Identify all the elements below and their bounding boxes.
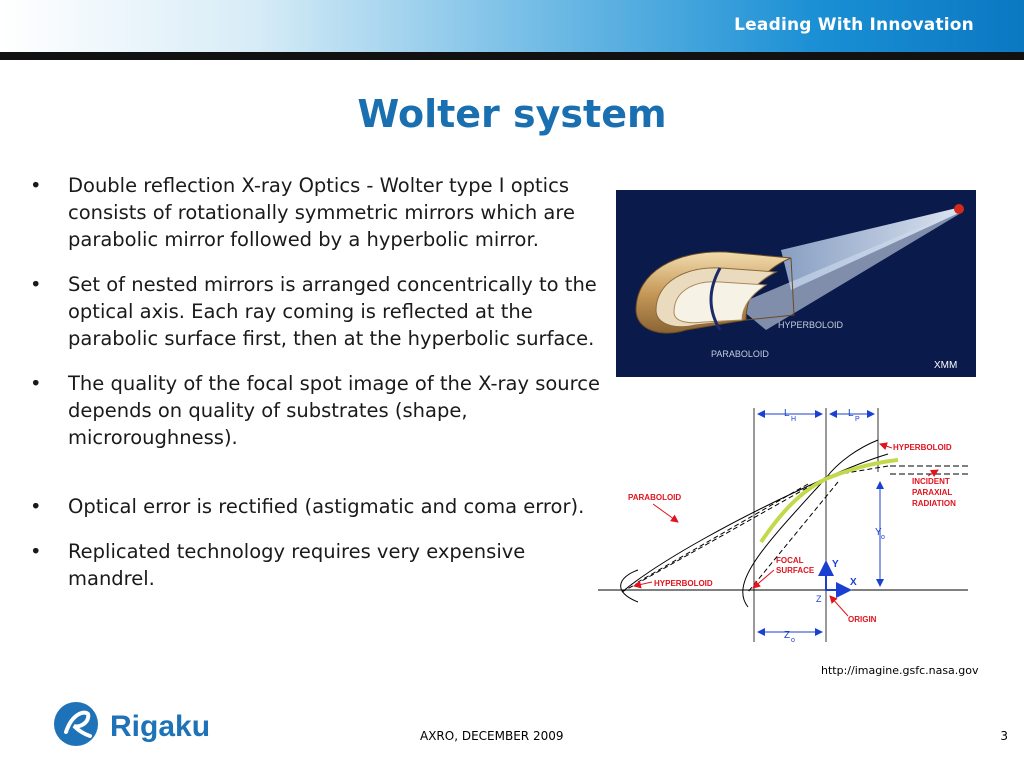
focal-label-2: SURFACE — [776, 566, 815, 575]
axis-y-label: Y — [832, 559, 839, 570]
bullet-text: Replicated technology requires very expe… — [68, 540, 526, 590]
y0-subscript: o — [881, 534, 885, 541]
focus-point-icon — [954, 204, 964, 214]
rigaku-wordmark: Rigaku — [110, 710, 210, 743]
hyperboloid-bottom-label: HYPERBOLOID — [654, 579, 713, 588]
xmm-mirror-illustration: HYPERBOLOID PARABOLOID XMM — [616, 190, 976, 377]
bullet-marker: • — [30, 372, 42, 395]
header-divider — [0, 52, 1024, 60]
axis-x-label: X — [850, 577, 857, 588]
bullet-text: The quality of the focal spot image of t… — [68, 372, 600, 449]
bullet-item: • The quality of the focal spot image of … — [30, 370, 610, 451]
bullet-list: • Double reflection X-ray Optics - Wolter… — [30, 172, 610, 592]
lp-subscript: P — [855, 416, 860, 423]
header-banner: Leading With Innovation — [0, 0, 1024, 52]
source-url: http://imagine.gsfc.nasa.gov — [821, 664, 979, 677]
bullet-text: Optical error is rectified (astigmatic a… — [68, 495, 585, 518]
z0-subscript: o — [791, 637, 795, 644]
rigaku-logo-graphic: Rigaku — [54, 702, 210, 746]
bullet-item: • Double reflection X-ray Optics - Wolter… — [30, 172, 610, 253]
paraboloid-label: PARABOLOID — [628, 493, 681, 502]
y0-label: Y — [875, 527, 882, 538]
rigaku-emblem-icon — [54, 702, 98, 746]
bullet-item: • Replicated technology requires very exp… — [30, 538, 610, 592]
footer-text: AXRO, DECEMBER 2009 — [420, 729, 564, 743]
incident-label-1: INCIDENT — [912, 477, 950, 486]
bullet-marker: • — [30, 540, 42, 563]
page-number: 3 — [1000, 729, 1008, 743]
bullet-marker: • — [30, 273, 42, 296]
bullet-text: Set of nested mirrors is arranged concen… — [68, 273, 597, 350]
incident-label-3: RADIATION — [912, 499, 956, 508]
hyperboloid-top-label: HYPERBOLOID — [893, 443, 952, 452]
z0-label: Z — [784, 630, 790, 641]
bullet-item: • Optical error is rectified (astigmatic … — [30, 493, 610, 520]
rigaku-logo: Rigaku — [52, 700, 282, 750]
xmm-mirror-graphic: HYPERBOLOID PARABOLOID XMM — [616, 190, 976, 377]
hyperboloid-label: HYPERBOLOID — [778, 320, 844, 330]
bullet-marker: • — [30, 174, 42, 197]
bullet-text: Double reflection X-ray Optics - Wolter … — [68, 174, 575, 251]
focal-label-1: FOCAL — [776, 556, 804, 565]
xmm-label: XMM — [934, 360, 957, 371]
wolter-geometry-graphic: L H L P Y o Y X Z Z o HYPERBOLOID — [598, 408, 968, 644]
incident-label-2: PARAXIAL — [912, 488, 952, 497]
origin-label: ORIGIN — [848, 615, 877, 624]
lp-label: L — [848, 408, 854, 419]
wolter-geometry-diagram: L H L P Y o Y X Z Z o HYPERBOLOID — [598, 402, 973, 646]
bullet-marker: • — [30, 495, 42, 518]
bullet-item: • Set of nested mirrors is arranged conce… — [30, 271, 610, 352]
slide-title: Wolter system — [357, 92, 667, 136]
lh-label: L — [784, 408, 790, 419]
paraboloid-label: PARABOLOID — [711, 349, 769, 359]
lh-subscript: H — [791, 416, 796, 423]
axis-z-label: Z — [816, 594, 822, 604]
header-slogan: Leading With Innovation — [734, 15, 974, 35]
